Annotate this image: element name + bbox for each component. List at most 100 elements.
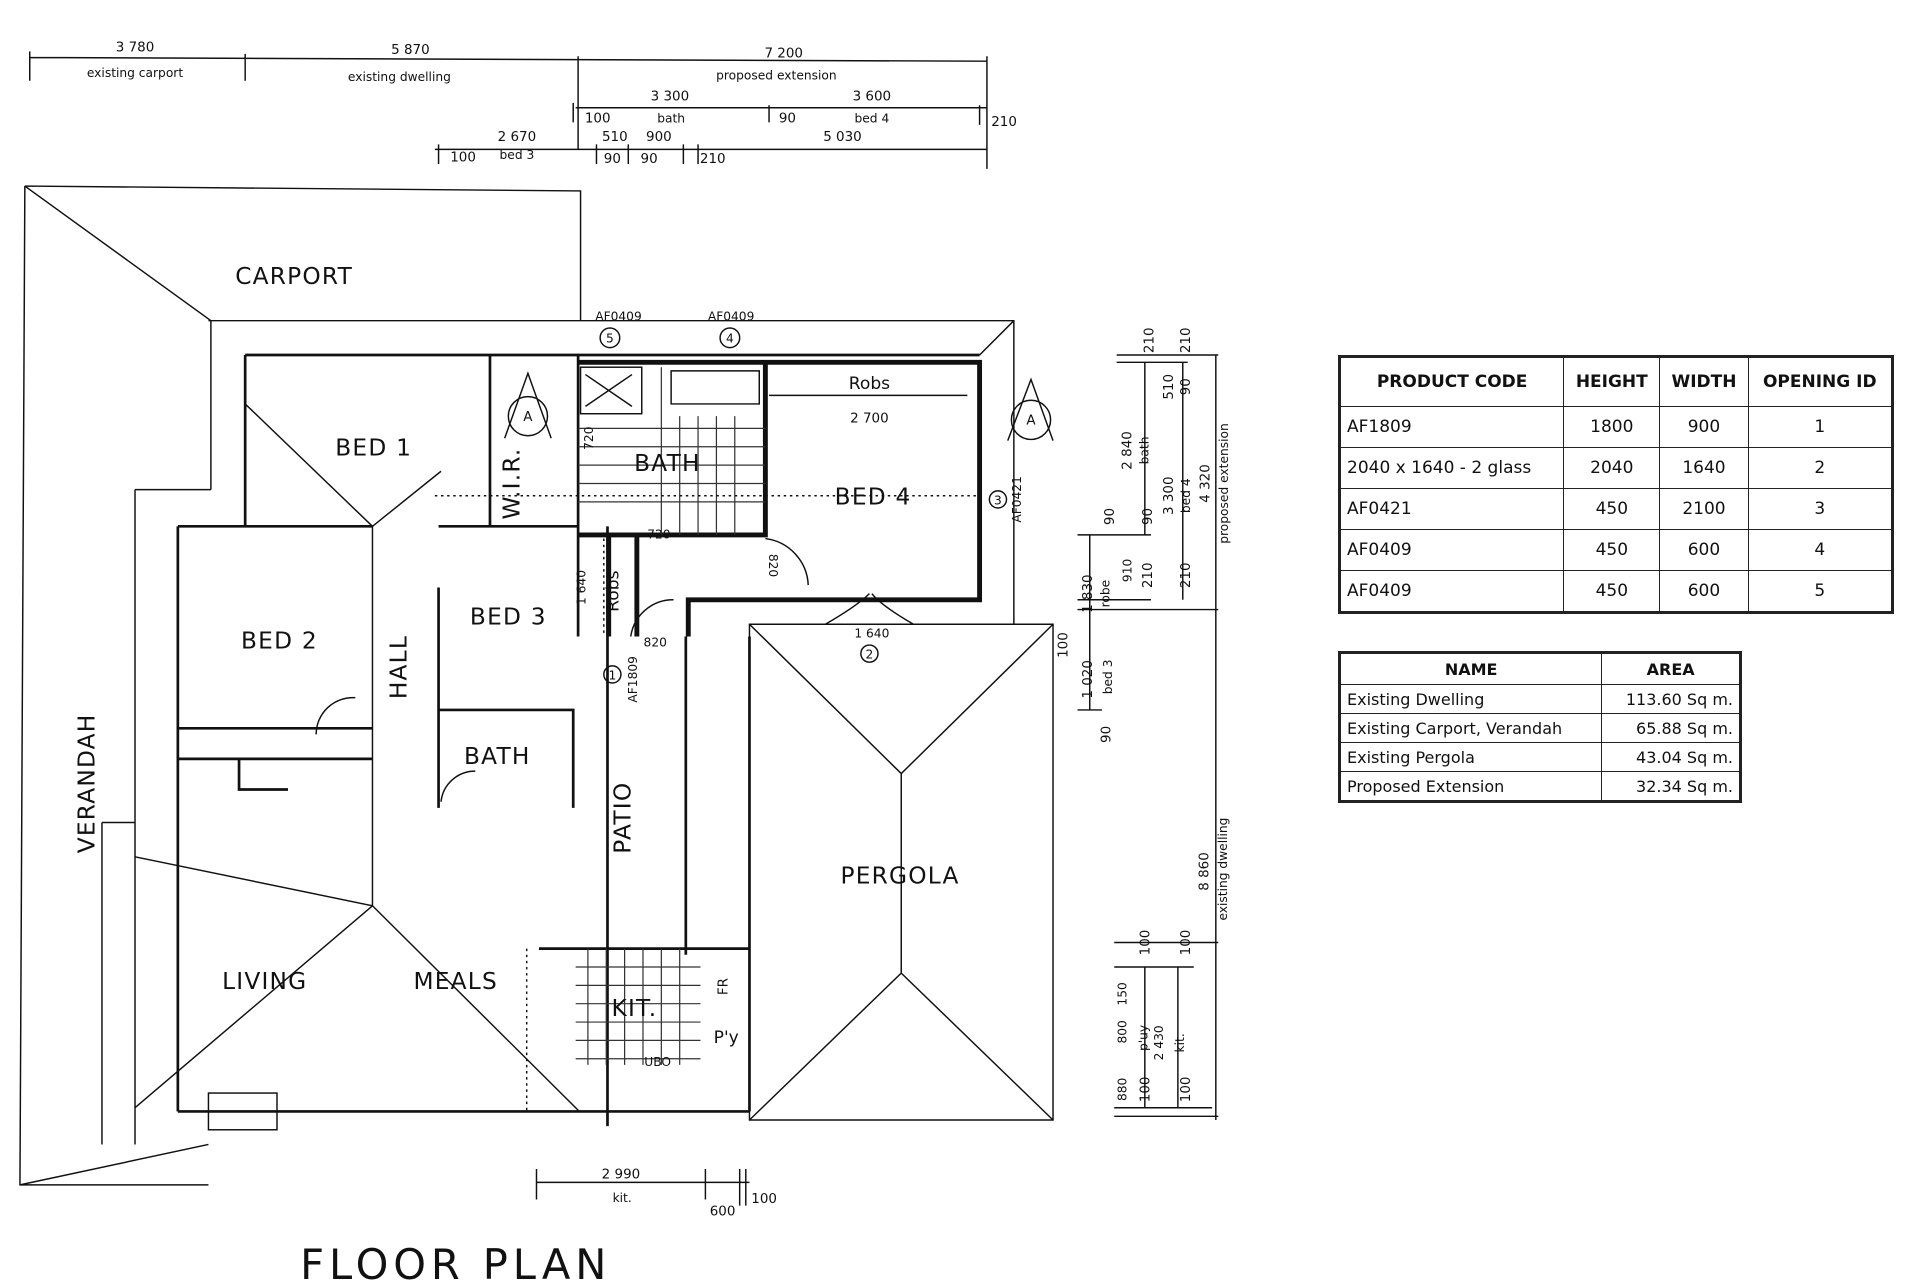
cell: 600 [1659,570,1749,613]
room-label-bed1: BED 1 [335,434,412,461]
cell: 113.60 Sq m. [1601,684,1741,714]
cell: 450 [1563,570,1661,613]
dim-label: 1 020 [1081,660,1096,699]
cell: 4 [1747,529,1894,571]
dim-label: 90 [641,152,658,167]
cell: AF0421 [1338,488,1565,530]
door-width: 720 [582,427,596,450]
room-label-verandah: VERANDAH [74,713,101,853]
dim-label: 910 [1120,559,1134,582]
opening-id: 3 [994,493,1002,507]
dim-label: 2 670 [498,130,537,145]
dim-label: kit. [613,1191,632,1205]
cell: 450 [1563,529,1661,571]
dim-label: 100 [751,1192,777,1207]
cell: Existing Pergola [1338,742,1603,772]
opening-id-circle [860,644,879,663]
room-labels: CARPORT BED 1 W.I.R. BATH BED 4 Robs 2 7… [74,263,959,1069]
room-label-bed2: BED 2 [241,628,318,655]
tile-grid [434,367,986,1112]
dim-label: 90 [779,111,796,126]
dim-label: 90 [604,152,621,167]
opening-id: 2 [866,648,874,662]
dim-label: robe [1098,580,1112,608]
window-schedule-table: PRODUCT CODE HEIGHT WIDTH OPENING ID AF1… [1338,355,1894,614]
opening-id: 4 [726,332,734,346]
dim-label: proposed extension [716,69,836,83]
dim-label: 3 300 [1162,476,1177,515]
cell: 900 [1659,406,1749,448]
dim-label: 100 [450,151,476,166]
dim-label: 2 430 [1152,1025,1166,1060]
dim-label: existing dwelling [348,70,451,84]
table-header-row: PRODUCT CODE HEIGHT WIDTH OPENING ID [1338,356,1894,407]
room-label-fridge: FR [716,978,731,995]
dim-label: 600 [710,1204,736,1219]
dim-label: 5 870 [391,43,430,58]
dim-label: 210 [1179,562,1194,588]
cell: AF0409 [1338,570,1565,613]
top-dimensions: 3 780 existing carport 5 870 existing dw… [29,40,1017,169]
dim-label: 510 [602,130,628,145]
room-label-pergola: PERGOLA [840,863,959,890]
cell: 43.04 Sq m. [1601,742,1741,772]
table-header-row: NAME AREA [1338,652,1741,685]
opening-id-circle [988,490,1008,509]
dim-label: proposed extension [1217,423,1231,543]
dim-label: existing dwelling [1216,818,1230,921]
dim-label: 210 [1141,562,1156,588]
dim-label: 880 [1115,1078,1129,1101]
room-label-meals: MEALS [413,968,498,995]
dim-label: 90 [1103,508,1118,525]
dim-label: 3 300 [651,89,690,104]
right-dimensions: 210 210 510 90 2 840 bath 3 300 bed 4 4 … [1057,327,1231,1120]
cell: 5 [1747,570,1894,613]
column-header: NAME [1338,652,1603,685]
column-header: OPENING ID [1747,356,1894,407]
dim-label: 100 [1179,1077,1194,1103]
opening-code: AF1809 [626,656,640,703]
dim-label: 90 [1100,726,1115,743]
walls [176,353,983,1131]
room-label-kitchen: KIT. [611,995,657,1022]
opening-code: AF0421 [1010,476,1024,523]
drawing-title: FLOOR PLAN [300,1240,611,1284]
dim-label: kit. [1173,1033,1187,1052]
room-label-living: LIVING [222,968,307,995]
dim-label: 900 [646,130,672,145]
opening-id-circle [719,327,741,349]
opening-id-circle [603,665,622,684]
cell: 65.88 Sq m. [1601,713,1741,743]
room-label-pantry: P'y [714,1028,739,1048]
dim-label: bed 4 [855,111,890,125]
dim-label: 7 200 [764,47,803,62]
dim-label: 210 [1142,327,1157,353]
room-label-wir: W.I.R. [498,447,525,519]
dim-label: 100 [1179,930,1194,956]
dim-label: bed 3 [500,148,535,162]
room-label-ubo: UBO [644,1055,671,1069]
dim-label: 100 [1139,1077,1154,1103]
cell: 2040 x 1640 - 2 glass [1338,447,1565,489]
cell: 1640 [1659,447,1749,489]
section-marker [507,395,549,437]
room-label-carport: CARPORT [235,263,353,290]
column-header: AREA [1601,652,1741,685]
dim-label: bath [1137,437,1151,465]
dim-label: 8 860 [1197,852,1212,891]
dim-label: 4 320 [1199,464,1214,503]
cell: 2040 [1563,447,1661,489]
cell: AF1809 [1338,406,1565,448]
dim-label: 210 [1179,327,1194,353]
dim-label: 90 [1179,378,1194,395]
dim-label: 210 [700,152,726,167]
dim-label: existing carport [87,66,183,80]
